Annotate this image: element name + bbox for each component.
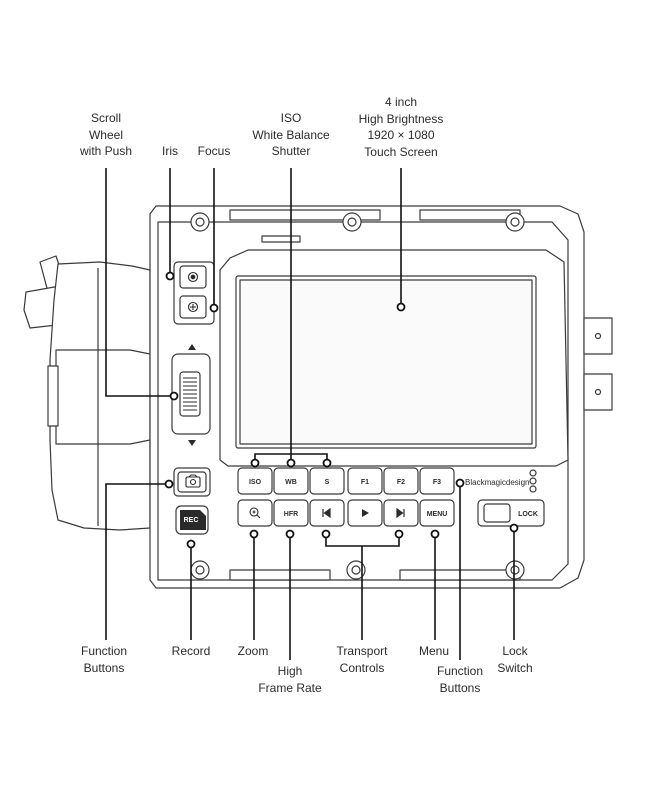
camera-icon <box>185 474 201 488</box>
record-label: Record <box>171 644 211 658</box>
iso-wb-shutter-leader <box>254 168 328 462</box>
play-icon <box>362 509 369 517</box>
side-grip <box>23 255 151 531</box>
transport-leader <box>325 538 400 640</box>
shutter-button-label: S <box>325 479 330 486</box>
zoom-label: Zoom <box>237 644 269 658</box>
hfr-button-label: HFR <box>284 511 298 518</box>
rec-label: REC <box>184 517 199 524</box>
record-button <box>175 505 209 535</box>
callout-dots <box>164 271 519 549</box>
brand-dots <box>529 469 537 493</box>
scroll-up-arrow-icon <box>188 344 196 350</box>
brand-name: Blackmagicdesign <box>465 478 529 487</box>
top-button-row <box>237 467 455 495</box>
wb-button-label: WB <box>285 479 297 486</box>
lock-label: LOCK <box>518 511 538 518</box>
iris-label: Iris <box>162 144 178 158</box>
f2-button-label: F2 <box>397 479 405 486</box>
right-connectors <box>583 317 613 411</box>
focus-label: Focus <box>197 144 231 158</box>
scroll-wheel-leader <box>105 168 172 397</box>
next-icon <box>396 507 405 519</box>
function-left-leader <box>105 483 166 640</box>
scroll-down-arrow-icon <box>188 440 196 446</box>
menu-label: Menu <box>418 644 450 658</box>
body-screws <box>190 212 525 580</box>
lock-switch-housing <box>477 499 545 527</box>
previous-icon <box>322 507 331 519</box>
zoom-icon <box>249 507 261 519</box>
scroll-wheel-icon <box>183 377 197 411</box>
bottom-button-row <box>237 499 455 527</box>
screen-housing <box>219 249 569 467</box>
iris-icon <box>187 271 199 283</box>
iso-button-label: ISO <box>249 479 262 486</box>
f1-button-label: F1 <box>361 479 369 486</box>
f3-button-label: F3 <box>433 479 441 486</box>
menu-button-label: MENU <box>427 511 448 518</box>
focus-icon <box>187 301 199 313</box>
